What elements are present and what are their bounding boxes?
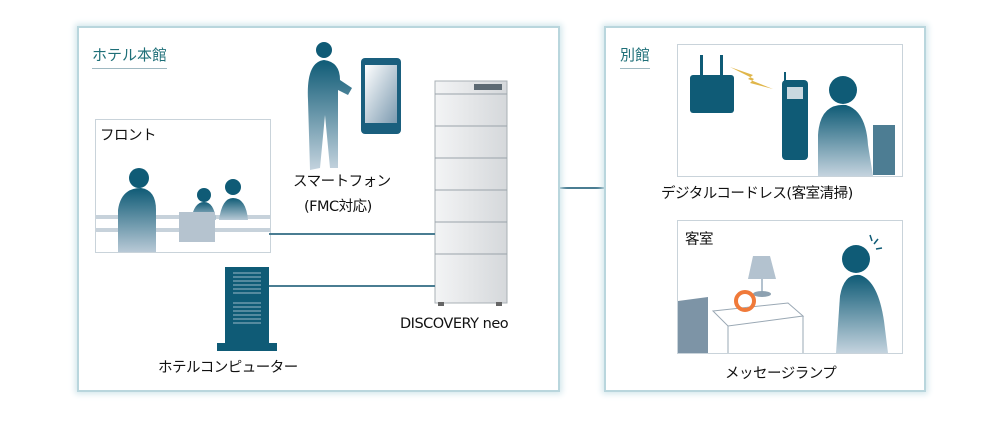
smartphone-label: スマートフォン: [293, 174, 391, 190]
guest-room-illustration: [678, 234, 888, 353]
guest-room-label: 客室: [685, 232, 714, 248]
business-person-icon: [307, 42, 352, 170]
cordless-image: [677, 44, 903, 177]
main-building-title: ホテル本館: [92, 44, 168, 69]
smartphone-sublabel: (FMC対応): [304, 199, 372, 215]
hotel-computer-label: ホテルコンピューター: [158, 360, 298, 376]
message-lamp-icon: [734, 290, 756, 312]
message-lamp-label: メッセージランプ: [725, 366, 837, 382]
server-label: DISCOVERY neo: [400, 316, 509, 332]
smartphone-icon: [361, 58, 401, 134]
annex-title: 別館: [620, 44, 651, 69]
cordless-label: デジタルコードレス(客室清掃): [661, 186, 853, 202]
front-desk-label: フロント: [100, 128, 157, 144]
front-desk-image: [95, 119, 271, 253]
cordless-phone-illustration: [690, 55, 895, 176]
connector-line-computer: [269, 285, 435, 287]
front-desk-illustration: [96, 168, 270, 252]
connector-line-annex: [557, 187, 605, 189]
discovery-neo-server-icon: [434, 80, 508, 306]
hotel-computer-icon: [217, 267, 277, 351]
guest-room-image: [677, 220, 903, 354]
connector-line-front: [269, 233, 435, 235]
